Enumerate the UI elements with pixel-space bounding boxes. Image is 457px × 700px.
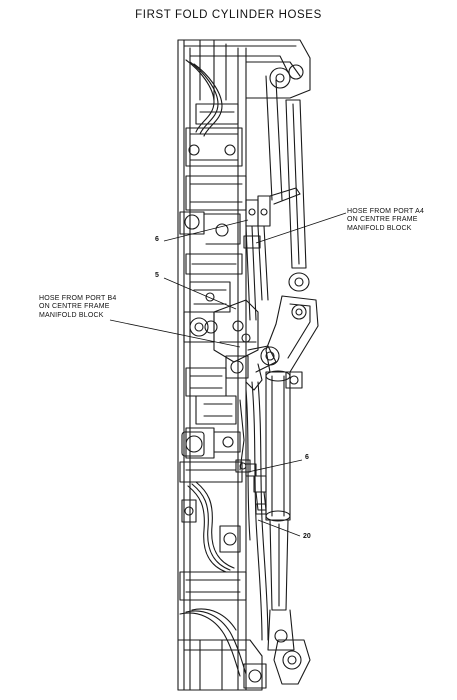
- callout-a4-line-3: MANIFOLD BLOCK: [347, 224, 412, 232]
- item-number-5: 5: [155, 272, 159, 279]
- callout-port-b4: HOSE FROM PORT B4 ON CENTRE FRAME MANIFO…: [39, 295, 116, 320]
- hose-bundle: [239, 381, 269, 641]
- lower-fitting-cluster: [245, 463, 267, 515]
- leader-20: [257, 519, 301, 537]
- leader-a4: [255, 212, 347, 244]
- main-cylinder-barrel: [265, 370, 303, 651]
- upper-brackets: [179, 103, 247, 245]
- callout-a4-line-2: ON CENTRE FRAME: [347, 216, 418, 224]
- callout-a4-line-1: HOSE FROM PORT A4: [347, 208, 425, 215]
- item-number-20: 20: [303, 533, 311, 540]
- item-number-lower-6: 6: [305, 454, 309, 461]
- leader-upper-6: [163, 219, 249, 242]
- upper-fitting-cluster: [243, 187, 301, 321]
- callout-b4-line-2: ON CENTRE FRAME: [39, 303, 110, 311]
- mid-brackets: [183, 253, 259, 379]
- item-number-upper-6: 6: [155, 236, 159, 243]
- top-frame-block: [177, 39, 311, 137]
- drawing-title: FIRST FOLD CYLINDER HOSES: [135, 9, 322, 21]
- upper-cylinder-rod: [265, 75, 310, 292]
- callout-port-a4: HOSE FROM PORT A4 ON CENTRE FRAME MANIFO…: [347, 208, 424, 233]
- leader-b4: [109, 319, 241, 348]
- callout-b4-line-3: MANIFOLD BLOCK: [39, 311, 104, 319]
- leader-lower-6: [247, 459, 303, 473]
- bottom-frame: [177, 571, 311, 691]
- lower-hoses: [181, 481, 241, 573]
- lower-brackets: [179, 367, 251, 483]
- callout-b4-line-1: HOSE FROM PORT B4: [39, 295, 117, 302]
- leader-5: [163, 277, 237, 310]
- leader-lines: [109, 212, 347, 537]
